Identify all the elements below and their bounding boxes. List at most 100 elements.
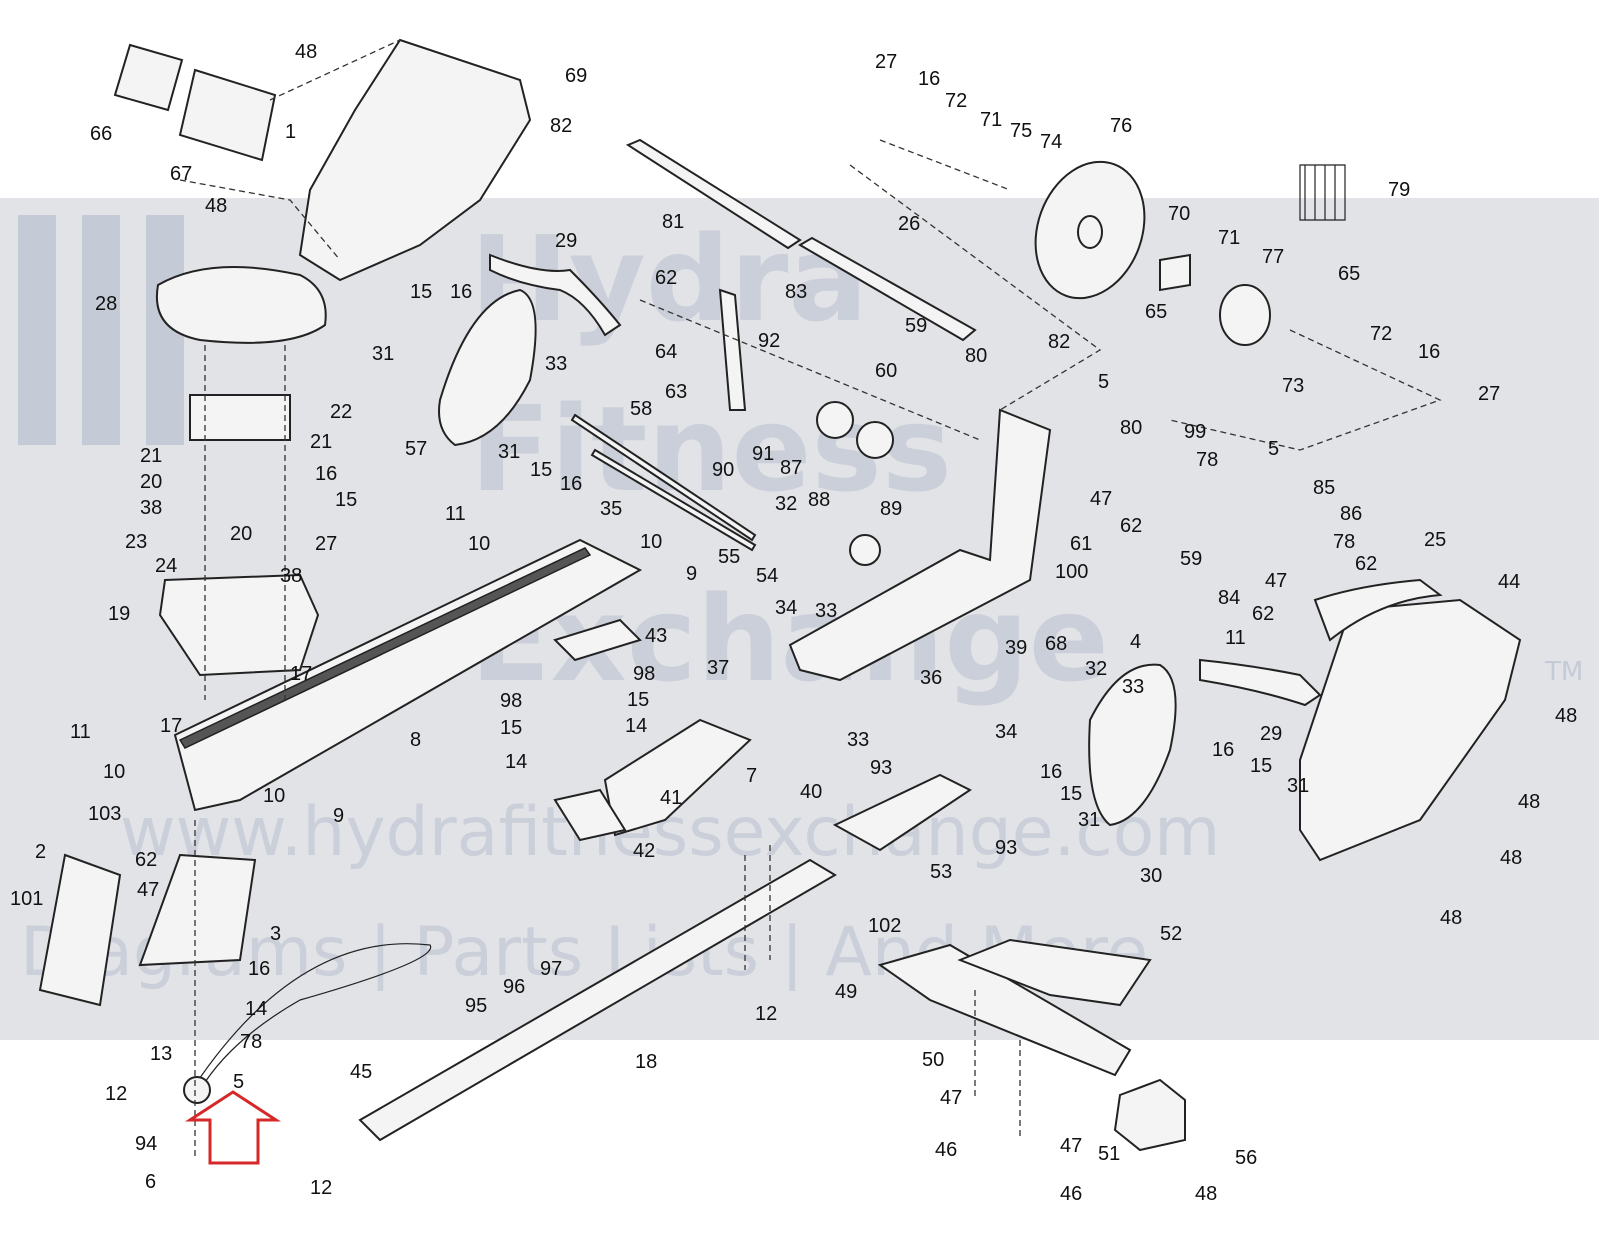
callout-11: 11 (70, 721, 91, 743)
part-plate-43 (553, 618, 642, 662)
callout-62: 62 (655, 267, 677, 289)
callout-15: 15 (1250, 755, 1272, 777)
callout-9: 9 (686, 563, 697, 585)
part-magnet-77 (1219, 284, 1271, 346)
part-idler-pulley (183, 1076, 211, 1104)
callout-8: 8 (410, 729, 421, 751)
callout-48: 48 (1518, 791, 1540, 813)
callout-99: 99 (1184, 421, 1206, 443)
callout-29: 29 (555, 230, 577, 252)
callout-21: 21 (140, 445, 162, 467)
callout-47: 47 (940, 1087, 962, 1109)
part-rod-35 (590, 448, 757, 552)
callout-54: 54 (756, 565, 778, 587)
callout-16: 16 (1212, 739, 1234, 761)
callout-3: 3 (270, 923, 281, 945)
callout-101: 101 (10, 888, 43, 910)
part-end-cap (38, 853, 122, 1007)
callout-16: 16 (1418, 341, 1440, 363)
callout-9: 9 (333, 805, 344, 827)
part-rear-base (877, 943, 1132, 1077)
callout-89: 89 (880, 498, 902, 520)
callout-42: 42 (633, 840, 655, 862)
part-flywheel-hub (1077, 215, 1103, 249)
callout-27: 27 (315, 533, 337, 555)
callout-87: 87 (780, 457, 802, 479)
callout-95: 95 (465, 995, 487, 1017)
callout-63: 63 (665, 381, 687, 403)
callout-47: 47 (1265, 570, 1287, 592)
callout-32: 32 (1085, 658, 1107, 680)
part-axle-83 (798, 236, 977, 342)
callout-85: 85 (1313, 477, 1335, 499)
callout-35: 35 (600, 498, 622, 520)
callout-16: 16 (918, 68, 940, 90)
part-bracket-53 (832, 773, 972, 852)
callout-48: 48 (1555, 705, 1577, 727)
callout-71: 71 (980, 109, 1002, 131)
callout-79: 79 (1388, 179, 1410, 201)
part-spring (1299, 164, 1346, 221)
callout-76: 76 (1110, 115, 1132, 137)
callout-14: 14 (245, 998, 267, 1020)
callout-64: 64 (655, 341, 677, 363)
callout-10: 10 (640, 531, 662, 553)
callout-33: 33 (847, 729, 869, 751)
callout-81: 81 (662, 211, 684, 233)
callout-47: 47 (137, 879, 159, 901)
callout-96: 96 (503, 976, 525, 998)
callout-38: 38 (140, 497, 162, 519)
callout-18: 18 (635, 1051, 657, 1073)
callout-15: 15 (1060, 783, 1082, 805)
callout-47: 47 (1060, 1135, 1082, 1157)
callout-68: 68 (1045, 633, 1067, 655)
callout-103: 103 (88, 803, 121, 825)
callout-46: 46 (1060, 1183, 1082, 1205)
part-frame-arm-64 (718, 288, 747, 411)
callout-48: 48 (295, 41, 317, 63)
callout-23: 23 (125, 531, 147, 553)
callout-22: 22 (330, 401, 352, 423)
callout-57: 57 (405, 438, 427, 460)
callout-97: 97 (540, 958, 562, 980)
part-seat-bracket (189, 394, 291, 441)
callout-15: 15 (500, 717, 522, 739)
callout-5: 5 (1098, 371, 1109, 393)
callout-1: 1 (285, 121, 296, 143)
callout-92: 92 (758, 330, 780, 352)
part-front-cover (138, 853, 257, 967)
part-lower-rail (358, 858, 837, 1142)
callout-98: 98 (633, 663, 655, 685)
callout-14: 14 (625, 715, 647, 737)
callout-86: 86 (1340, 503, 1362, 525)
part-shroud-handle (1313, 578, 1443, 642)
callout-53: 53 (930, 861, 952, 883)
part-right-strap (1199, 658, 1322, 707)
callout-27: 27 (1478, 383, 1500, 405)
callout-5: 5 (1268, 438, 1279, 460)
callout-28: 28 (95, 293, 117, 315)
callout-49: 49 (835, 981, 857, 1003)
part-plate-42 (553, 788, 627, 842)
part-right-shroud (1299, 598, 1522, 862)
callout-27: 27 (875, 51, 897, 73)
callout-33: 33 (545, 353, 567, 375)
callout-39: 39 (1005, 637, 1027, 659)
callout-73: 73 (1282, 375, 1304, 397)
callout-31: 31 (1078, 809, 1100, 831)
highlight-arrow-icon (184, 1090, 282, 1165)
callout-100: 100 (1055, 561, 1088, 583)
callout-21: 21 (310, 431, 332, 453)
callout-48: 48 (1440, 907, 1462, 929)
callout-12: 12 (755, 1003, 777, 1025)
callout-98: 98 (500, 690, 522, 712)
callout-72: 72 (1370, 323, 1392, 345)
callout-60: 60 (875, 360, 897, 382)
callout-66: 66 (90, 123, 112, 145)
part-seat-carriage (158, 573, 320, 677)
callout-31: 31 (1287, 775, 1309, 797)
part-knob-89 (849, 534, 881, 566)
callout-67: 67 (170, 163, 192, 185)
part-axle-81 (625, 138, 802, 250)
callout-84: 84 (1218, 587, 1240, 609)
